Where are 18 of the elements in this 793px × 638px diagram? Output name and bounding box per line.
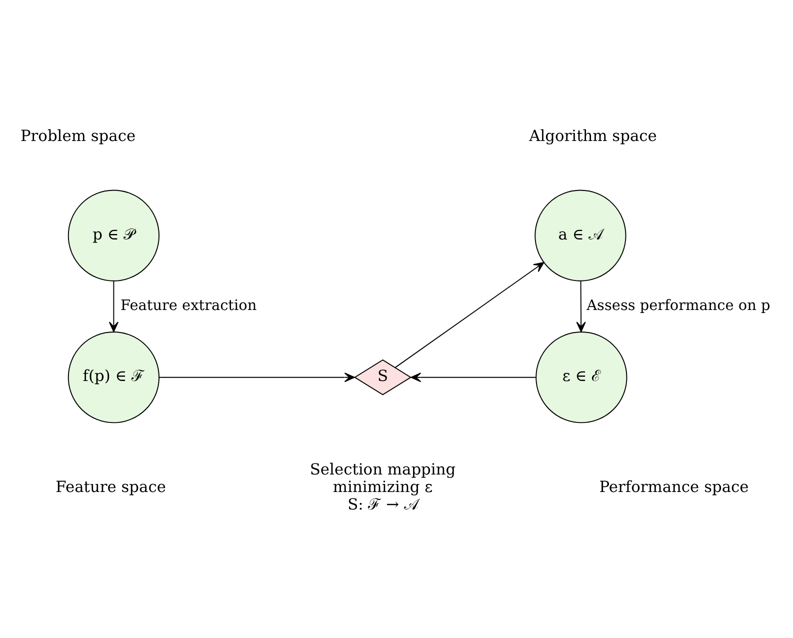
arrow: [158, 372, 355, 382]
edge-label: Assess performance on p: [586, 298, 770, 314]
arrow: [394, 262, 544, 368]
node-label: Problem space: [20, 126, 136, 145]
node-diamond: S: [354, 359, 412, 396]
node-label: S: ℱ → 𝒜: [348, 495, 418, 514]
arrow: [576, 280, 586, 332]
node-circle: a ∈ 𝒜: [534, 190, 626, 282]
edge-label: Feature extraction: [120, 298, 257, 314]
node-label: Selection mapping minimizing ε: [310, 460, 456, 496]
node-circle: f(p) ∈ ℱ: [68, 332, 160, 424]
node-label: Algorithm space: [529, 126, 657, 145]
arrow: [108, 280, 119, 332]
node-label: Feature space: [56, 478, 166, 496]
node-circle: ε ∈ ℰ: [536, 332, 628, 424]
arrow: [410, 372, 536, 382]
node-label: Performance space: [599, 478, 749, 496]
node-circle: p ∈ 𝒫: [68, 190, 160, 282]
